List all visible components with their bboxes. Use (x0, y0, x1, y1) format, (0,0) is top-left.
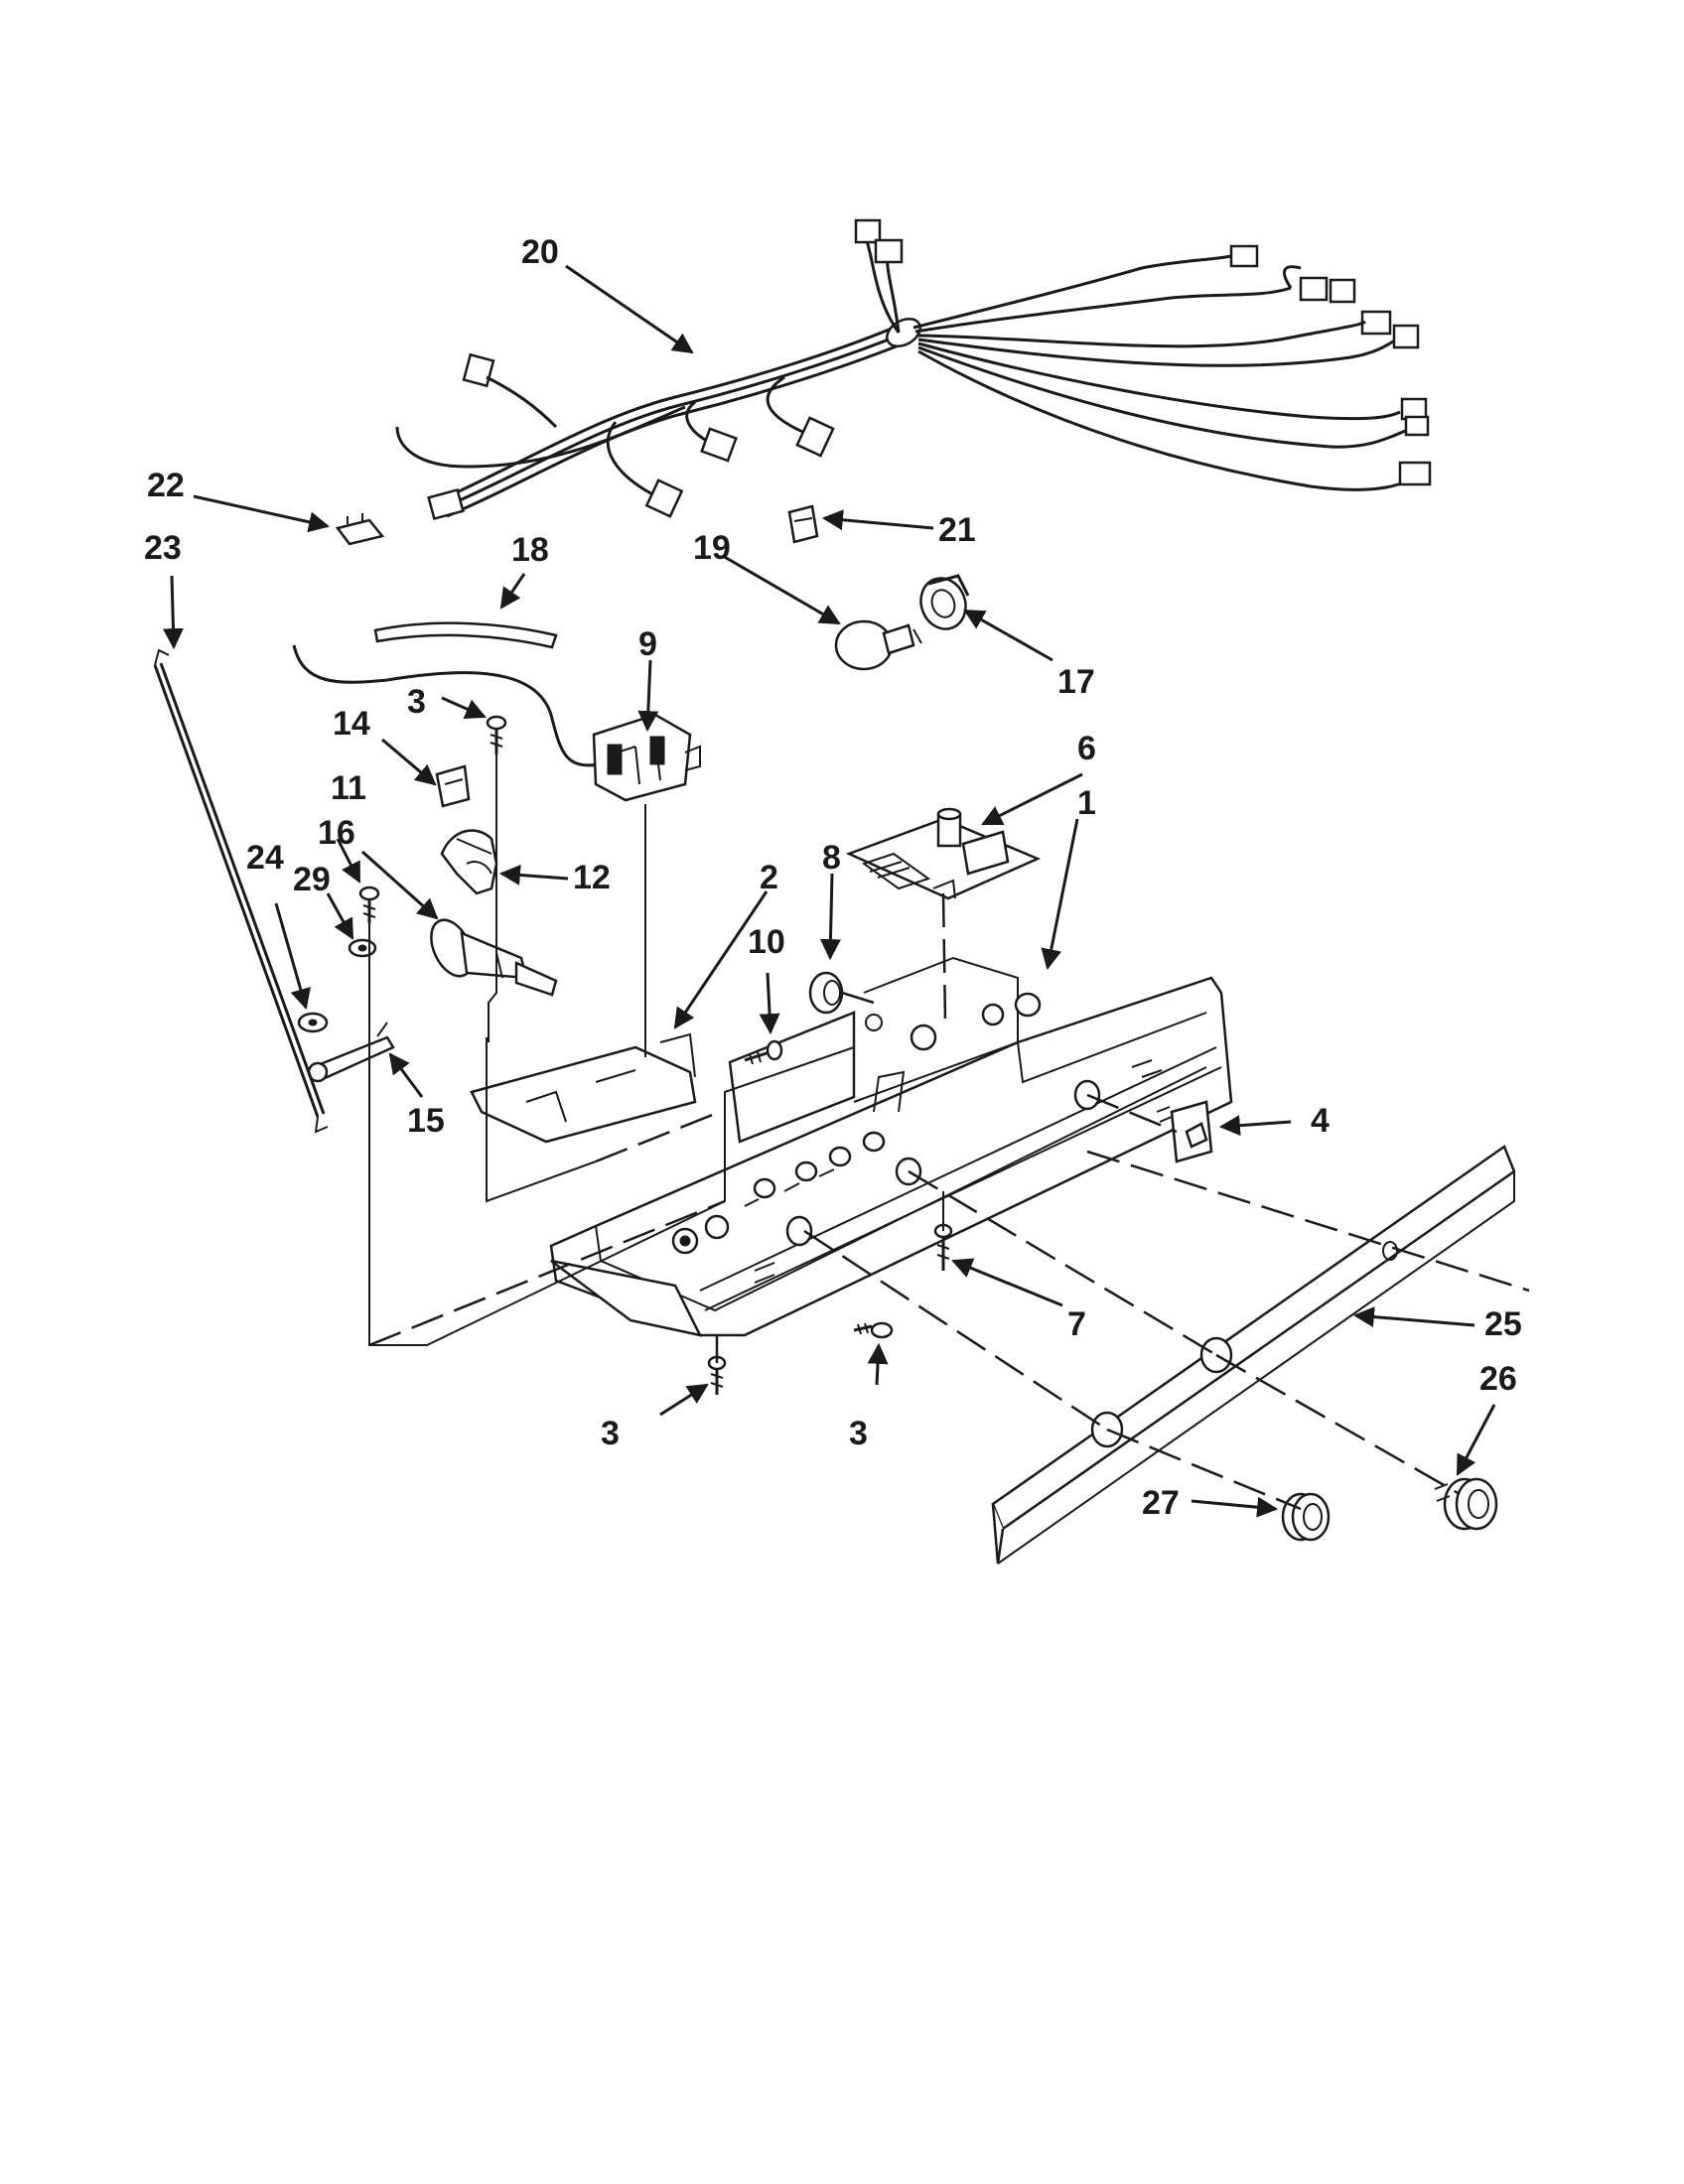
callout-14: 14 (333, 705, 370, 743)
callout-1: 1 (1077, 784, 1096, 822)
control-shaft-11 (430, 918, 558, 997)
wire-harness (395, 218, 1432, 521)
clip-part-21 (787, 504, 819, 544)
control-housing (549, 956, 1233, 1337)
callout-23: 23 (144, 529, 182, 567)
retainer-clip-14 (435, 764, 471, 808)
screw-16 (358, 886, 380, 923)
callout-22: 22 (147, 467, 185, 504)
tube-part (373, 621, 558, 649)
light-socket (919, 574, 970, 630)
callout-3-top: 3 (407, 683, 426, 721)
callout-4: 4 (1311, 1102, 1330, 1140)
callout-17: 17 (1057, 663, 1095, 701)
light-bulb (834, 619, 922, 671)
grommet-8 (808, 971, 844, 1015)
callout-7: 7 (1067, 1305, 1086, 1343)
callout-6: 6 (1077, 730, 1096, 767)
callout-11: 11 (331, 769, 366, 807)
bezel-27 (1281, 1492, 1331, 1542)
alignment-lines (368, 754, 1530, 1511)
callout-labels: 20 22 23 18 19 21 17 9 3 14 6 11 1 24 16… (144, 233, 1522, 1522)
lever-15 (307, 1022, 395, 1083)
callout-8: 8 (822, 839, 841, 877)
washer-29 (348, 938, 377, 958)
mounting-plate-2 (470, 1032, 697, 1144)
callout-3-bottom-left: 3 (601, 1415, 620, 1452)
mounting-bracket-12 (440, 829, 498, 895)
callout-10: 10 (748, 923, 785, 961)
front-panel-25 (991, 1145, 1516, 1565)
capillary-wire (292, 644, 602, 767)
bezel-26 (1434, 1477, 1498, 1531)
switch-4 (1156, 1100, 1213, 1163)
control-board (845, 807, 1042, 900)
washer-24 (297, 1012, 329, 1033)
callout-20: 20 (521, 233, 559, 271)
callout-21: 21 (938, 511, 976, 549)
callout-3-bottom-right: 3 (849, 1415, 868, 1452)
screw-10 (744, 1039, 783, 1065)
callout-12: 12 (573, 859, 611, 896)
screw-7 (933, 1223, 953, 1271)
callout-25: 25 (1484, 1305, 1522, 1343)
callout-18: 18 (511, 531, 549, 569)
callout-29: 29 (293, 861, 331, 898)
callout-9: 9 (638, 625, 657, 663)
rod-23 (153, 648, 329, 1134)
callout-24: 24 (246, 839, 284, 877)
callout-26: 26 (1479, 1360, 1517, 1398)
screw-upper (486, 715, 507, 754)
callout-19: 19 (693, 529, 731, 567)
callout-27: 27 (1142, 1484, 1180, 1522)
clip-part-22 (335, 513, 385, 546)
screw-lower-middle (853, 1321, 894, 1339)
callout-15: 15 (407, 1102, 445, 1140)
leader-arrows (162, 264, 1496, 1518)
callout-16: 16 (318, 814, 355, 852)
callout-2: 2 (760, 859, 778, 896)
